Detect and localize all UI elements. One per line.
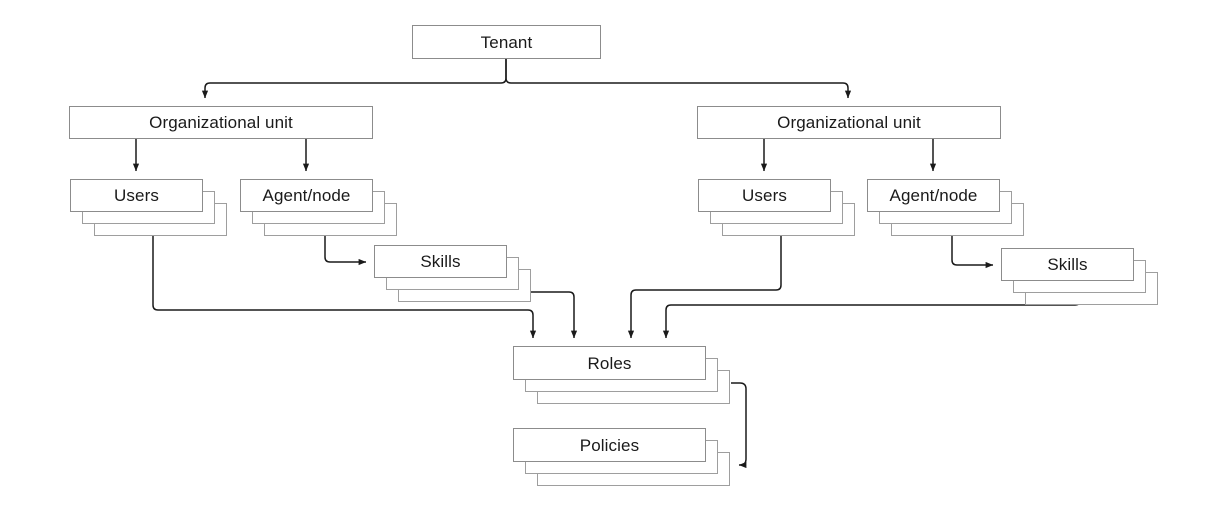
edge-agent-right-to-skills [951, 236, 994, 269]
node-users-left-label: Users [114, 186, 159, 205]
node-organizational-unit-left-face: Organizational unit [69, 106, 373, 139]
node-agent-node-left[interactable]: Agent/node [240, 179, 397, 236]
node-users-left[interactable]: Users [70, 179, 227, 236]
node-agent-node-right-face: Agent/node [867, 179, 1000, 212]
edge-agent-left-to-skills [324, 236, 367, 266]
node-agent-node-left-face: Agent/node [240, 179, 373, 212]
node-roles-face: Roles [513, 346, 706, 380]
node-tenant-label: Tenant [480, 32, 533, 52]
node-policies-label: Policies [579, 435, 640, 455]
node-skills-left[interactable]: Skills [374, 245, 531, 302]
node-skills-right[interactable]: Skills [1001, 248, 1158, 305]
edge-skills-right-to-roles [662, 299, 1081, 339]
node-policies-face: Policies [513, 428, 706, 462]
node-roles-label: Roles [587, 353, 632, 373]
node-users-right-face: Users [698, 179, 831, 212]
node-organizational-unit-right-face: Organizational unit [697, 106, 1001, 139]
node-skills-right-label: Skills [1047, 255, 1088, 274]
edge-users-right-to-roles [627, 236, 782, 339]
edge-roles-to-policies [731, 382, 747, 469]
node-users-left-face: Users [70, 179, 203, 212]
edge-tenant-to-ou-left [201, 59, 507, 99]
node-users-right[interactable]: Users [698, 179, 855, 236]
node-roles[interactable]: Roles [513, 346, 730, 404]
edge-tenant-to-ou-right [505, 59, 852, 99]
node-policies[interactable]: Policies [513, 428, 730, 486]
node-tenant-face: Tenant [412, 25, 601, 59]
node-skills-left-face: Skills [374, 245, 507, 278]
node-organizational-unit-left[interactable]: Organizational unit [69, 106, 373, 139]
node-agent-node-right[interactable]: Agent/node [867, 179, 1024, 236]
node-agent-node-left-label: Agent/node [262, 186, 351, 205]
node-users-right-label: Users [742, 186, 787, 205]
node-organizational-unit-left-label: Organizational unit [149, 113, 293, 132]
node-organizational-unit-right[interactable]: Organizational unit [697, 106, 1001, 139]
node-organizational-unit-right-label: Organizational unit [777, 113, 921, 132]
node-agent-node-right-label: Agent/node [889, 186, 978, 205]
node-skills-left-label: Skills [420, 252, 461, 271]
node-tenant[interactable]: Tenant [412, 25, 601, 59]
node-skills-right-face: Skills [1001, 248, 1134, 281]
